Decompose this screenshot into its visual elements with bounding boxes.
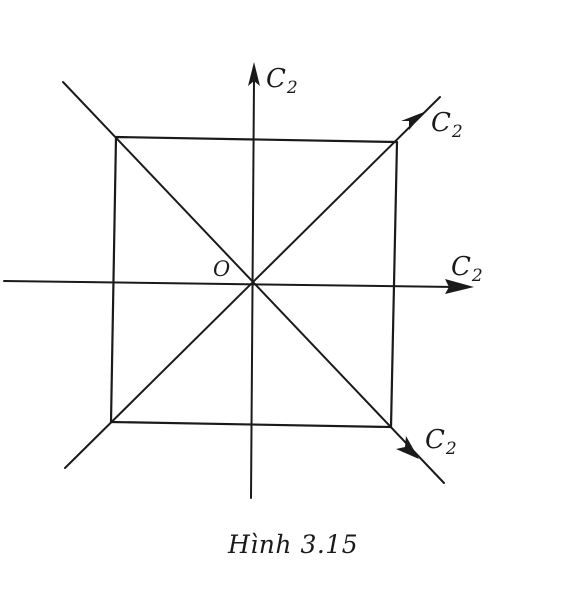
diagonal-down-axis-label-sub: 2 (445, 439, 457, 459)
vertical-axis-label-base: C (266, 64, 286, 94)
diagonal-down-axis-label: C2 (425, 427, 457, 458)
figure-caption: Hình 3.15 (228, 530, 359, 559)
horizontal-axis-label-sub: 2 (471, 266, 483, 286)
horizontal-axis-label-base: C (451, 252, 471, 282)
vertical-axis-label: C2 (266, 66, 298, 97)
diagonal-up-axis-label-sub: 2 (451, 122, 463, 142)
diagonal-up-axis-label-base: C (431, 108, 451, 138)
diagonal-up-arrowhead (401, 112, 424, 130)
diagonal-axis-down (62, 81, 445, 484)
horizontal-axis-label: C2 (451, 254, 483, 285)
diagonal-down-axis-label-base: C (425, 425, 445, 455)
diagonal-up-axis-label: C2 (431, 110, 463, 141)
horizontal-axis-arrowhead (445, 279, 474, 294)
origin-label: O (213, 257, 231, 281)
diagonal-down-arrowhead (396, 436, 419, 459)
vertical-axis (250, 79, 255, 499)
horizontal-axis (3, 280, 456, 288)
vertical-axis-arrowhead (248, 62, 260, 86)
vertical-axis-label-sub: 2 (286, 78, 298, 98)
